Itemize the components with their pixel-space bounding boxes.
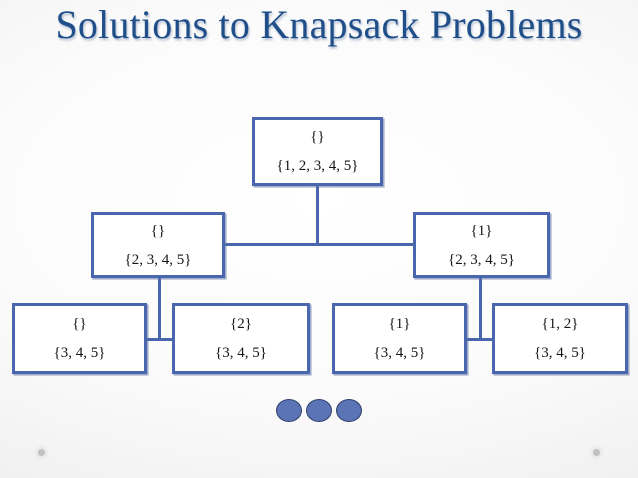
node-level2-right-line1: {1} xyxy=(470,222,493,239)
decorative-dot-2 xyxy=(306,398,332,422)
connector-left-subtree-stem xyxy=(158,278,161,341)
node-level2-left[interactable]: {} {2, 3, 4, 5} xyxy=(91,212,225,278)
node-leaf-3[interactable]: {1} {3, 4, 5} xyxy=(332,303,467,374)
node-level2-right-line2: {2, 3, 4, 5} xyxy=(448,251,515,268)
connector-right-subtree-bus xyxy=(464,338,495,341)
node-level2-right[interactable]: {1} {2, 3, 4, 5} xyxy=(413,212,550,278)
node-leaf-3-line1: {1} xyxy=(388,316,411,332)
connector-root-stem xyxy=(316,186,319,245)
page-title: Solutions to Knapsack Problems xyxy=(55,2,583,47)
connector-level2-bus xyxy=(222,243,416,246)
corner-accent-dot-left xyxy=(38,449,45,456)
node-root[interactable]: {} {1, 2, 3, 4, 5} xyxy=(252,117,383,186)
corner-accent-dot-right xyxy=(593,449,600,456)
decorative-dots xyxy=(276,398,362,422)
node-root-line2: {1, 2, 3, 4, 5} xyxy=(276,158,359,174)
node-leaf-1[interactable]: {} {3, 4, 5} xyxy=(12,303,147,374)
decorative-dot-1 xyxy=(276,398,302,422)
connector-left-subtree-bus xyxy=(144,338,175,341)
node-leaf-2-line2: {3, 4, 5} xyxy=(215,345,267,361)
node-leaf-4-line2: {3, 4, 5} xyxy=(534,345,586,361)
node-leaf-3-line2: {3, 4, 5} xyxy=(373,345,426,361)
node-leaf-1-line2: {3, 4, 5} xyxy=(53,345,106,361)
node-leaf-4-line1: {1, 2} xyxy=(541,316,579,332)
node-leaf-2-line1: {2} xyxy=(230,316,252,332)
node-root-line1: {} xyxy=(310,129,325,145)
decorative-dot-3 xyxy=(336,398,362,422)
node-leaf-4[interactable]: {1, 2} {3, 4, 5} xyxy=(492,303,628,374)
node-leaf-2[interactable]: {2} {3, 4, 5} xyxy=(172,303,310,374)
node-level2-left-line2: {2, 3, 4, 5} xyxy=(124,251,192,268)
connector-right-subtree-stem xyxy=(479,278,482,341)
node-leaf-1-line1: {} xyxy=(72,316,87,332)
node-level2-left-line1: {} xyxy=(150,222,166,239)
